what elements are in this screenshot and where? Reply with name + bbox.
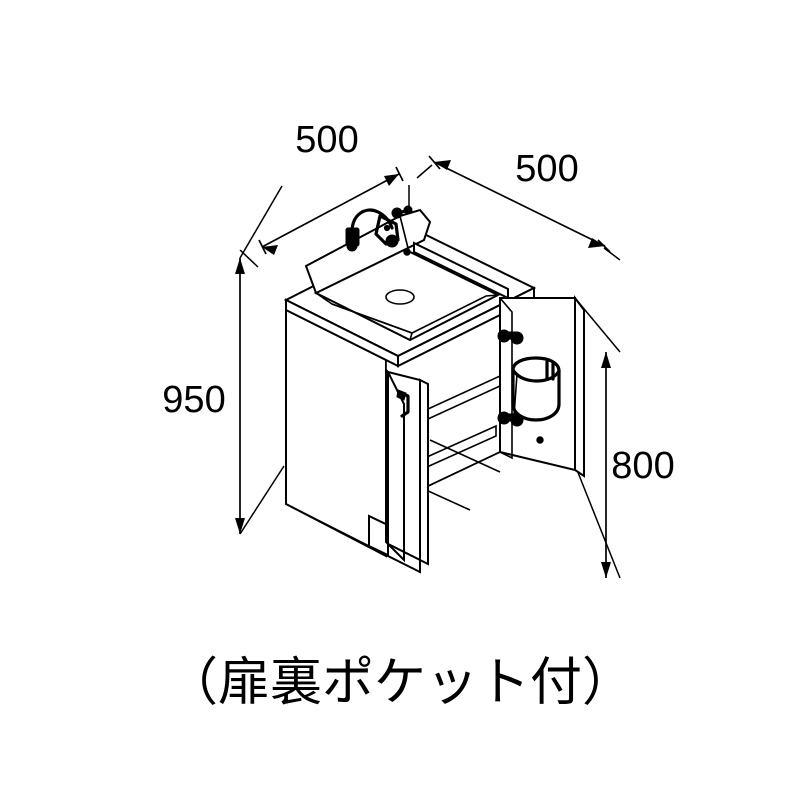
- dimension-depth-500: [416, 155, 621, 261]
- back-splash: [304, 208, 432, 295]
- drain-hole: [385, 289, 415, 305]
- dimension-width-500: [239, 166, 410, 268]
- dimension-label-total-height: 950: [162, 379, 225, 421]
- door-back-pocket-basket: [511, 356, 561, 422]
- door-handle: [396, 389, 410, 418]
- dimension-total-height-950: [235, 185, 285, 535]
- cabinet-door-left: [385, 367, 429, 574]
- overflow-hole-icon: [403, 248, 411, 256]
- door-hinges: [497, 329, 524, 427]
- door-screw-icon: [536, 436, 544, 444]
- single-lever-faucet: [345, 205, 413, 252]
- dimension-label-depth: 500: [515, 148, 578, 190]
- dimension-label-cabinet-height: 800: [611, 445, 674, 487]
- dimension-label-width: 500: [295, 119, 358, 161]
- caption-door-back-pocket: （扉裏ポケット付）: [166, 653, 634, 713]
